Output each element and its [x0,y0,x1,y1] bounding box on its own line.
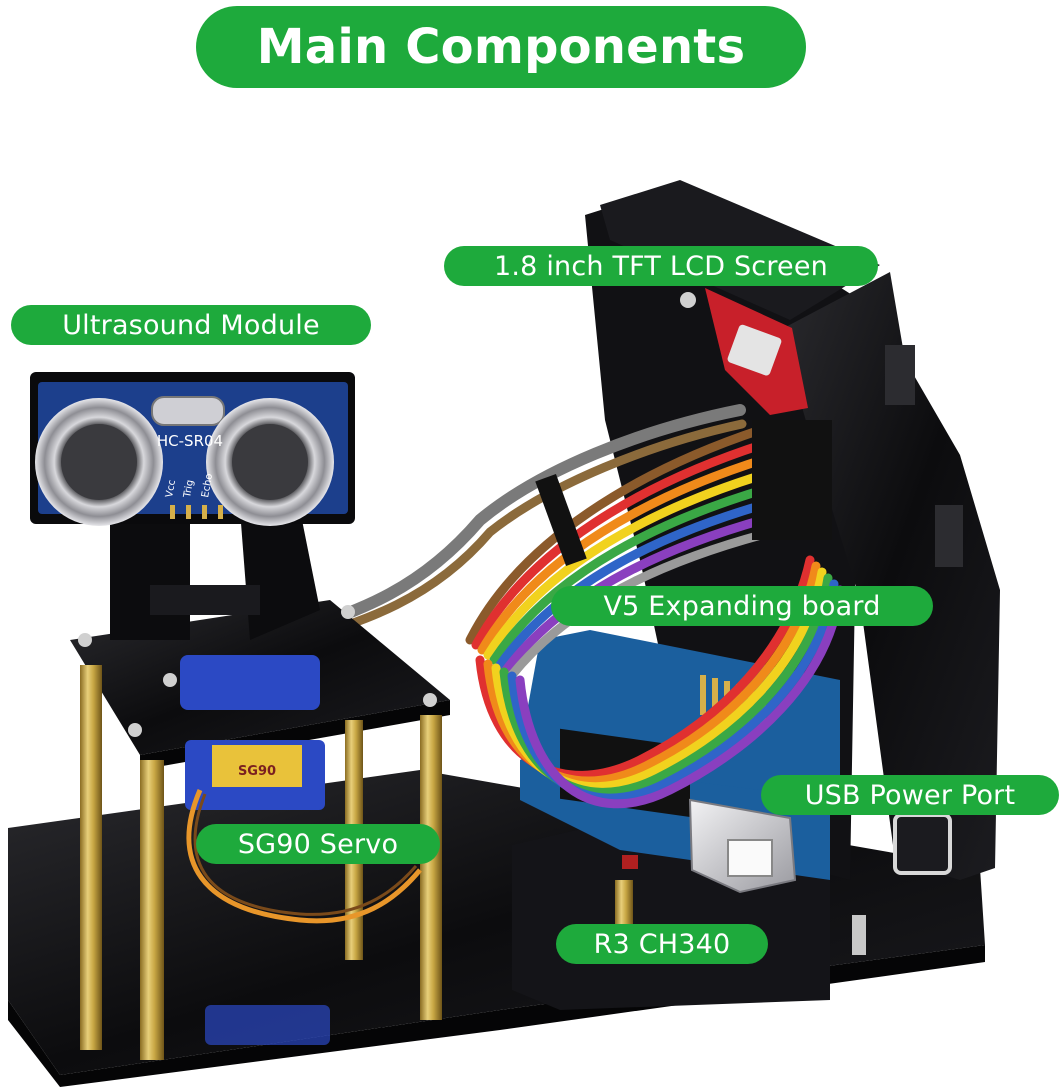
label-expanding-board: V5 Expanding board [551,586,933,626]
sensor-pin-vcc: Vcc [164,479,178,498]
label-lcd-screen: 1.8 inch TFT LCD Screen [444,246,878,286]
sensor-pin-echo: Echo [200,473,215,499]
label-sg90-servo: SG90 Servo [196,824,440,864]
lcd-screen-board [680,288,808,415]
servo-marking: SG90 [238,764,276,779]
label-usb-power-port: USB Power Port [761,775,1059,815]
label-ultrasound-module: Ultrasound Module [11,305,371,345]
servo-body: SG90 [180,655,422,1045]
label-r3-ch340: R3 CH340 [556,924,768,964]
ultrasound-sensor: HC-SR04 Vcc Trig Echo [30,372,355,640]
page-title: Main Components [196,6,806,88]
ribbon-cable [294,404,845,809]
sensor-pin-trig: Trig [182,479,196,500]
sensor-model-marking: HC-SR04 [157,432,223,450]
